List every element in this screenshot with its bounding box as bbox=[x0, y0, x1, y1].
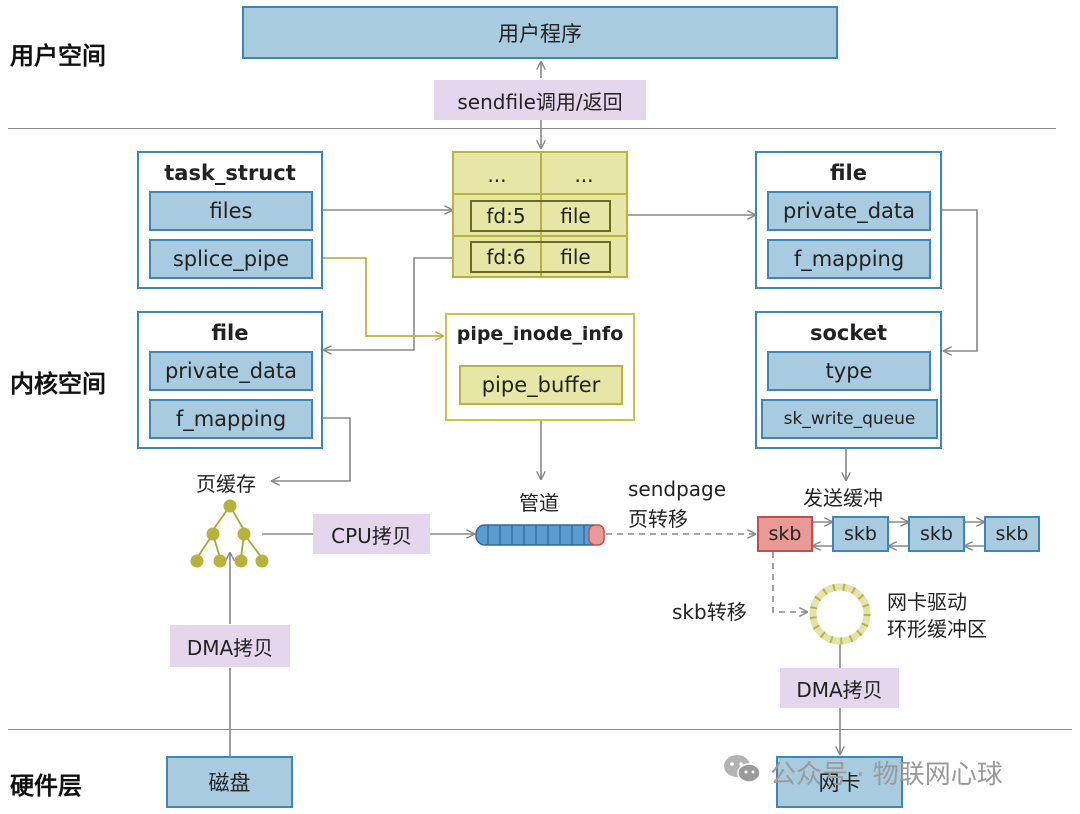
fd-table-dots-right: ... bbox=[574, 163, 594, 187]
pipe-inode-info-title: pipe_inode_info bbox=[456, 323, 624, 345]
file-left-title: file bbox=[211, 321, 249, 345]
arrow-splicepipe-pipeinode bbox=[313, 257, 443, 336]
file-left-private-data: private_data bbox=[149, 351, 313, 391]
fd5-file-label: file bbox=[560, 204, 591, 228]
arrow-fd6-file bbox=[324, 257, 470, 350]
send-buffer-label: 发送缓冲 bbox=[803, 486, 883, 510]
task-files-field: files bbox=[149, 191, 313, 231]
file-left-f-mapping: f_mapping bbox=[149, 399, 313, 439]
tree-node-leaf-4 bbox=[255, 554, 269, 568]
fd6-label: fd:6 bbox=[486, 245, 526, 269]
tree-node-root bbox=[223, 499, 237, 513]
file-box-left: file private_data f_mapping bbox=[137, 311, 323, 449]
file-right-private-data: private_data bbox=[767, 191, 931, 231]
task-splice-pipe-field: splice_pipe bbox=[149, 239, 313, 279]
tree-node-mid-right bbox=[237, 527, 251, 541]
pipe-label: 管道 bbox=[519, 491, 559, 515]
pipe-head-slot bbox=[588, 524, 605, 546]
fd-table-divider bbox=[540, 153, 542, 276]
sendfile-syscall-label: sendfile调用/返回 bbox=[434, 80, 646, 120]
tree-node-leaf-1 bbox=[190, 554, 204, 568]
fd-table: ... ... fd:5 file fd:6 file bbox=[452, 151, 628, 278]
nic-ring-label-line1: 网卡驱动 bbox=[887, 590, 967, 614]
file-right-f-mapping: f_mapping bbox=[767, 239, 931, 279]
fd6-file-label: file bbox=[560, 245, 591, 269]
page-cache-tree bbox=[196, 505, 263, 559]
sendpage-label: sendpage bbox=[628, 477, 727, 501]
skb-node-head: skb bbox=[757, 516, 813, 552]
separator-user-kernel bbox=[8, 128, 1056, 129]
task-struct-title: task_struct bbox=[164, 161, 296, 185]
layer-label-user: 用户空间 bbox=[10, 42, 106, 70]
file-box-right: file private_data f_mapping bbox=[755, 151, 942, 289]
wechat-icon bbox=[722, 752, 762, 786]
fd-table-dots-left: ... bbox=[487, 163, 507, 187]
arrow-private-data-socket bbox=[929, 209, 978, 351]
layer-label-kernel: 内核空间 bbox=[10, 370, 106, 398]
tree-node-leaf-3 bbox=[234, 554, 248, 568]
socket-sk-write-queue-field: sk_write_queue bbox=[761, 399, 938, 439]
tree-node-mid-left bbox=[206, 527, 220, 541]
fd5-entry: fd:5 file bbox=[470, 200, 611, 232]
fd-table-row-line-2 bbox=[454, 235, 626, 237]
dma-copy-left-label: DMA拷贝 bbox=[170, 625, 290, 667]
pipe-buffer-field: pipe_buffer bbox=[459, 365, 623, 405]
fd6-entry: fd:6 file bbox=[470, 241, 611, 273]
fd-table-row-line-1 bbox=[454, 193, 626, 195]
skb-transfer-label: skb转移 bbox=[672, 600, 747, 624]
nic-ring-buffer-graphic bbox=[809, 583, 871, 645]
socket-title: socket bbox=[809, 321, 888, 345]
nic-ring-label-line2: 环形缓冲区 bbox=[887, 617, 987, 641]
arrow-fmapping-pagecache bbox=[272, 417, 351, 481]
nic-box: 网卡 bbox=[776, 756, 903, 808]
cpu-copy-label: CPU拷贝 bbox=[313, 514, 430, 554]
separator-kernel-hardware bbox=[8, 729, 1072, 730]
pipe-buffer-graphic bbox=[475, 524, 605, 546]
layer-label-hardware: 硬件层 bbox=[10, 772, 82, 800]
file-right-title: file bbox=[829, 161, 867, 185]
arrow-skb-transfer-dashed bbox=[772, 552, 807, 612]
page-transfer-label: 页转移 bbox=[628, 507, 688, 531]
socket-type-field: type bbox=[767, 351, 931, 391]
disk-box: 磁盘 bbox=[166, 756, 293, 808]
fd5-label: fd:5 bbox=[486, 204, 526, 228]
skb-node-4: skb bbox=[984, 516, 1040, 552]
skb-node-3: skb bbox=[908, 516, 965, 552]
tree-node-leaf-2 bbox=[213, 554, 227, 568]
skb-node-2: skb bbox=[832, 516, 889, 552]
page-cache-tree-nodes bbox=[190, 499, 269, 568]
watermark-text: 公众号 · 物联网心球 bbox=[770, 760, 1003, 790]
page-cache-label: 页缓存 bbox=[196, 472, 256, 496]
socket-box: socket type sk_write_queue bbox=[755, 311, 942, 449]
user-program-box: 用户程序 bbox=[242, 6, 838, 59]
pipe-inode-info-box: pipe_inode_info pipe_buffer bbox=[445, 313, 635, 421]
task-struct-box: task_struct files splice_pipe bbox=[137, 151, 323, 289]
dma-copy-right-label: DMA拷贝 bbox=[780, 668, 899, 708]
